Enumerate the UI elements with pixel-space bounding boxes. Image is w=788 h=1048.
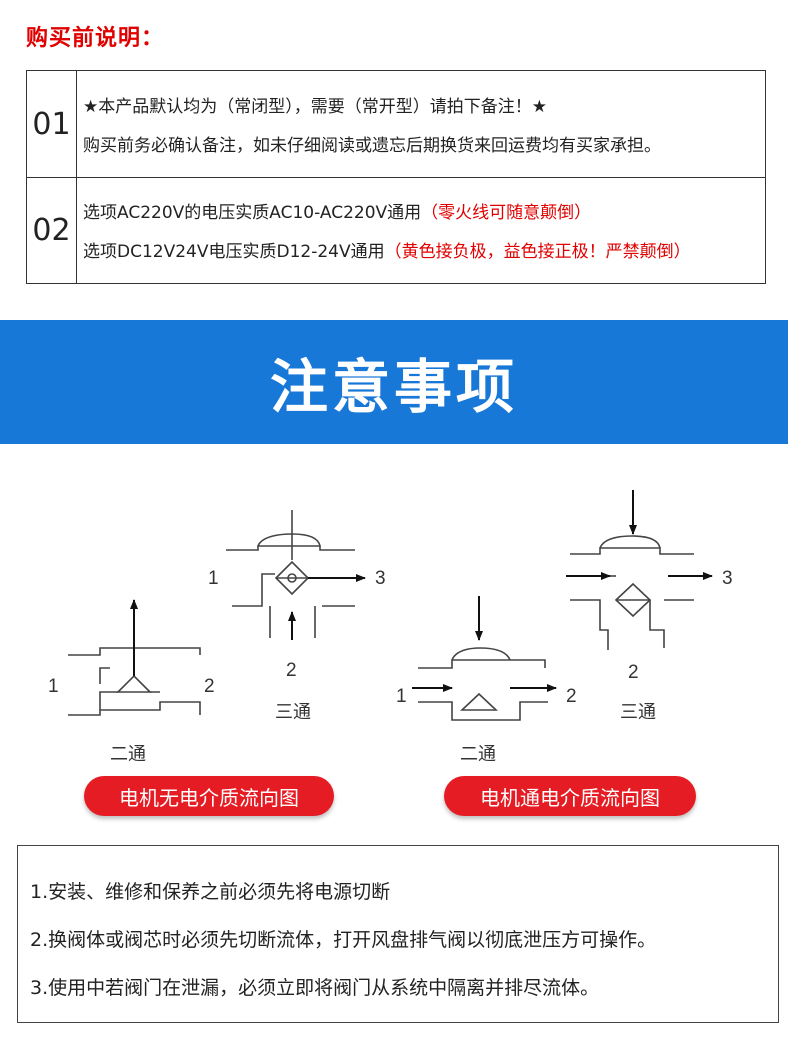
row-number: 02: [27, 177, 77, 283]
valve-flow-diagrams: 1 2 二通 1 3 2 三通 1 2 二通 3 2 三通: [48, 490, 733, 764]
three-way-valve-off-diagram: [226, 510, 366, 640]
table-row: 02 选项AC220V的电压实质AC10-AC220V通用（零火线可随意颠倒） …: [27, 177, 765, 283]
row-line-text: 选项DC12V24V电压实质D12-24V通用: [83, 242, 385, 262]
purchase-title: 购买前说明：: [26, 26, 165, 51]
row-line-warning: （零火线可随意颠倒）: [421, 203, 592, 223]
row-line: 购买前务必确认备注，如未仔细阅读或遗忘后期换货来回运费均有买家承担。: [83, 136, 661, 156]
note-item: 2.换阀体或阀芯时必须先切断流体，打开风盘排气阀以彻底泄压方可操作。: [30, 929, 657, 951]
notice-banner: 注意事项: [0, 320, 788, 444]
port-label: 1: [48, 676, 59, 697]
two-way-valve-off-diagram: [68, 599, 201, 716]
note-item: 3.使用中若阀门在泄漏，必须立即将阀门从系统中隔离并排尽流体。: [30, 977, 600, 999]
banner-title: 注意事项: [269, 353, 518, 421]
port-label: 3: [722, 568, 733, 589]
row-content: 选项AC220V的电压实质AC10-AC220V通用（零火线可随意颠倒） 选项D…: [83, 177, 759, 283]
three-way-label: 三通: [275, 702, 311, 722]
purchase-table: 01 ★本产品默认均为（常闭型），需要（常开型）请拍下备注！★ 购买前务必确认备…: [26, 70, 766, 284]
note-item: 1.安装、维修和保养之前必须先将电源切断: [30, 881, 391, 903]
row-number: 01: [27, 71, 77, 177]
two-way-label: 二通: [110, 744, 146, 764]
notes-box: 1.安装、维修和保养之前必须先将电源切断 2.换阀体或阀芯时必须先切断流体，打开…: [17, 845, 779, 1023]
three-way-valve-on-diagram: [566, 490, 713, 650]
two-way-valve-on-diagram: [412, 596, 557, 721]
two-way-label: 二通: [460, 744, 496, 764]
port-label: 2: [204, 676, 215, 697]
port-label: 2: [566, 686, 577, 707]
power-on-caption: 电机通电介质流向图: [444, 776, 696, 816]
row-line-warning: （黄色接负极，益色接正极！严禁颠倒）: [384, 242, 691, 262]
port-label: 2: [628, 662, 639, 683]
row-line: ★本产品默认均为（常闭型），需要（常开型）请拍下备注！★: [83, 97, 547, 117]
row-content: ★本产品默认均为（常闭型），需要（常开型）请拍下备注！★ 购买前务必确认备注，如…: [83, 71, 759, 177]
port-label: 2: [286, 660, 297, 681]
port-label: 1: [396, 686, 407, 707]
three-way-label: 三通: [620, 702, 656, 722]
port-label: 3: [375, 568, 386, 589]
row-line: 选项AC220V的电压实质AC10-AC220V通用（零火线可随意颠倒）: [83, 198, 759, 223]
row-line: 选项DC12V24V电压实质D12-24V通用（黄色接负极，益色接正极！严禁颠倒…: [83, 237, 759, 262]
table-row: 01 ★本产品默认均为（常闭型），需要（常开型）请拍下备注！★ 购买前务必确认备…: [27, 71, 765, 178]
no-power-caption: 电机无电介质流向图: [84, 776, 334, 816]
row-line-text: 选项AC220V的电压实质AC10-AC220V通用: [83, 203, 422, 223]
port-label: 1: [208, 568, 219, 589]
